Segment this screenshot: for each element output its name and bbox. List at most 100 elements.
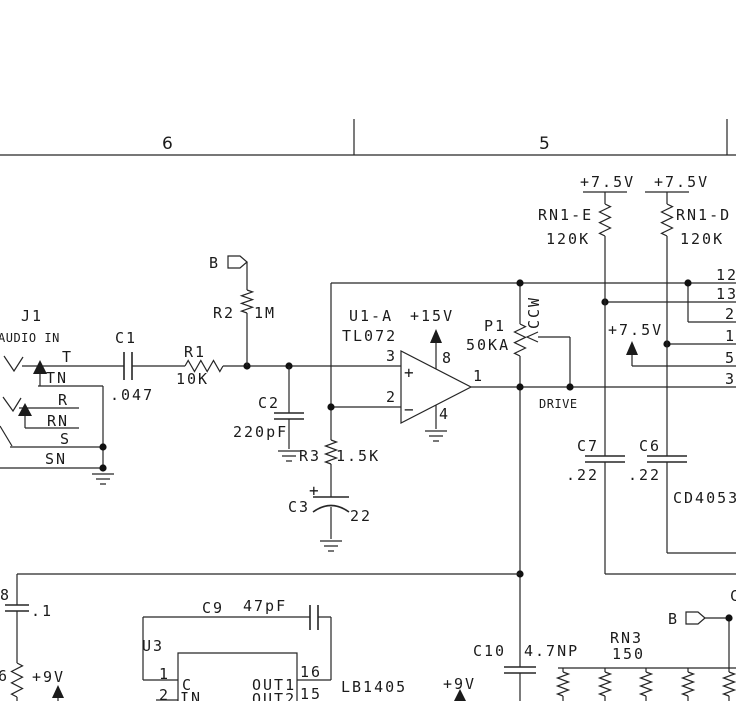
c6-value: .22 <box>628 466 661 484</box>
u1a-part: TL072 <box>342 327 397 345</box>
u3-c-label: C <box>182 676 193 694</box>
resnet-rn3: RN3 150 <box>555 629 736 701</box>
rn1d-rail-label: +7.5V <box>654 173 709 191</box>
ic-u3: C9 47pF U3 1 2 C IN OUT1 OUT2 16 15 LB14… <box>142 597 407 701</box>
b-tag-top-shape <box>227 255 248 269</box>
c2-ref: C2 <box>258 394 280 412</box>
u1a-plus-input: + <box>404 363 414 382</box>
res-r2: B R2 1M <box>209 254 276 366</box>
rn1e-rail-label: +7.5V <box>580 173 635 191</box>
zone-label-5: 5 <box>539 134 550 154</box>
edge-pin-2: 2 <box>725 305 736 323</box>
p1-value: 50KA <box>466 336 510 354</box>
c9-ref: C9 <box>202 599 224 617</box>
p1-ref: P1 <box>484 317 506 335</box>
pot-p1: P1 50KA CCW DRIVE <box>466 283 578 701</box>
b-tag-bottom-shape <box>685 611 706 625</box>
j1-ref: J1 <box>21 307 43 325</box>
cap-c10: C10 4.7NP <box>473 642 579 674</box>
r3-value: 1.5K <box>336 447 380 465</box>
c3-ref: C3 <box>288 498 310 516</box>
ground-symbol-c2 <box>278 450 300 462</box>
c1-ref: C1 <box>115 329 137 347</box>
cd4053-label: CD4053 <box>673 489 736 507</box>
cap-c1: C1 .047 <box>110 329 185 404</box>
resnet-rn1d: +7.5V RN1-D 120K C6 .22 CD4053 <box>628 173 736 554</box>
u3-pin16: 16 <box>300 663 322 681</box>
sheet-border: 6 5 <box>0 119 736 156</box>
edge-pin-1: 1 <box>725 327 736 345</box>
u3-pin15: 15 <box>300 685 322 701</box>
r2-ref: R2 <box>213 304 235 322</box>
c7-ref: C7 <box>577 437 599 455</box>
c9-value: 47pF <box>243 597 287 615</box>
rail-7v5-mid-label: +7.5V <box>608 321 663 339</box>
ground-symbol-u1a <box>425 430 447 442</box>
u1a-pin4: 4 <box>439 405 450 423</box>
rn3-value: 150 <box>612 645 645 663</box>
jack-switch-arrow-2 <box>18 403 32 416</box>
j1-pin-t: T <box>62 348 73 366</box>
c2-value: 220pF <box>233 423 288 441</box>
c10-value: 4.7NP <box>524 642 579 660</box>
u1a-pin8: 8 <box>442 349 453 367</box>
opamp-u1a: U1-A TL072 +15V 3 2 8 4 1 + − <box>327 283 736 442</box>
tag-b-bottom: B C <box>668 587 736 668</box>
rail-9v-left: +9V <box>32 668 65 701</box>
r1-ref: R1 <box>184 343 206 361</box>
c8-value: .1 <box>31 602 53 620</box>
plus9v-left-arrow <box>52 685 64 698</box>
j1-pin-tn: TN <box>46 369 68 387</box>
u1a-rail-label: +15V <box>410 307 454 325</box>
cap-c8: 8 .1 6 <box>0 573 520 701</box>
p1-ccw-label: CCW <box>525 296 543 329</box>
edge-pin-12: 12 <box>716 266 736 284</box>
rail-9v-left-label: +9V <box>32 668 65 686</box>
c10-ref: C10 <box>473 642 506 660</box>
b-tag-top-label: B <box>209 254 220 272</box>
jack-j1: J1 AUDIO IN T TN R RN S SN <box>0 307 124 485</box>
r2-value: 1M <box>254 304 276 322</box>
u1a-ref: U1-A <box>349 307 393 325</box>
rail-9v-right: +9V <box>443 675 474 701</box>
rn1d-value: 120K <box>680 230 724 248</box>
edge-pin-3: 3 <box>725 370 736 388</box>
ground-symbol-j1 <box>92 473 114 485</box>
u1a-pin1: 1 <box>473 367 484 385</box>
j1-pin-rn: RN <box>47 412 69 430</box>
r6-ref-partial: 6 <box>0 667 9 685</box>
edge-pin-5: 5 <box>725 349 736 367</box>
plus7v5-mid-arrow <box>626 341 638 355</box>
edge-pin-13: 13 <box>716 285 736 303</box>
edge-partial-c-label: C <box>730 587 736 605</box>
u3-in-label: IN <box>180 689 202 701</box>
ground-symbol-c3 <box>320 540 342 552</box>
r3-ref: R3 <box>299 447 321 465</box>
u3-part: LB1405 <box>341 678 407 696</box>
c8-ref-partial: 8 <box>0 586 11 604</box>
rn1d-ref: RN1-D <box>676 206 731 224</box>
u3-out2-label: OUT2 <box>252 690 296 701</box>
u1a-minus-input: − <box>404 400 414 419</box>
c3-polarity: + <box>309 481 319 500</box>
u1a-pin2: 2 <box>386 388 397 406</box>
c6-ref: C6 <box>639 437 661 455</box>
plus15v-arrow <box>430 329 442 343</box>
jack-ring-contact <box>2 396 22 413</box>
rn3-ref: RN3 <box>610 629 643 647</box>
cap-c2: C2 220pF <box>233 366 304 462</box>
r1-value: 10K <box>176 370 209 388</box>
c1-value: .047 <box>110 386 154 404</box>
j1-label: AUDIO IN <box>0 331 60 345</box>
jack-switch-arrow-1 <box>33 360 47 374</box>
rn1e-ref: RN1-E <box>538 206 593 224</box>
plus9v-right-arrow <box>454 689 466 701</box>
net-drive-label: DRIVE <box>539 397 578 411</box>
u3-pin1: 1 <box>159 665 170 683</box>
jack-tip-contact <box>3 355 24 373</box>
u1a-pin3: 3 <box>386 347 397 365</box>
zone-label-6: 6 <box>162 134 173 154</box>
u3-out1-label: OUT1 <box>252 676 296 694</box>
u3-ref: U3 <box>142 637 164 655</box>
